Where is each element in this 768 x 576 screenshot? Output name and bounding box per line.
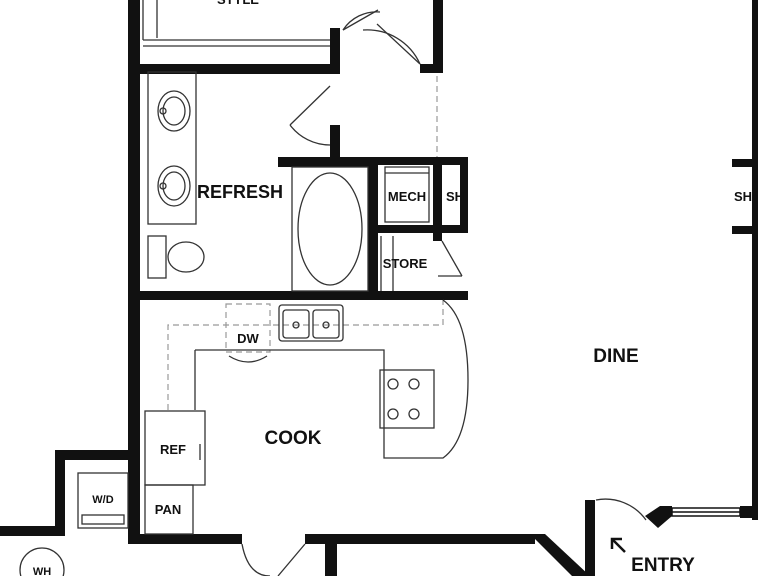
wall-entry-left (585, 500, 595, 576)
wall-pan-left (128, 456, 140, 544)
sink-top-drain (159, 107, 167, 115)
bath-door (289, 85, 331, 126)
pantry (144, 484, 194, 535)
room-label-cook: COOK (265, 428, 322, 449)
wall-style-bottom (140, 64, 340, 74)
room-label-mech: MECH (388, 189, 426, 204)
hall-door-1 (376, 23, 421, 65)
washer-dryer-panel (81, 514, 125, 525)
sink-bottom-inner (162, 171, 186, 201)
burner-4 (408, 408, 420, 420)
wall-hall-nub (420, 64, 443, 73)
wall-right (752, 0, 758, 520)
wall-store-right (433, 225, 442, 241)
wall-mech-right (433, 157, 442, 232)
kitchen-sink-right (312, 309, 340, 339)
room-label-store: STORE (383, 256, 428, 271)
kitchen-sink-drain-r (322, 321, 330, 329)
laundry-fixtures (19, 472, 129, 576)
wall-sh-r-top (732, 159, 754, 167)
room-label-sh-right: SH (734, 189, 752, 204)
room-label-entry: ENTRY (631, 555, 695, 576)
wall-hall-vert (433, 0, 443, 73)
wall-refresh-upper (330, 125, 340, 165)
burner-2 (408, 378, 420, 390)
wall-cook-bottom (128, 534, 242, 544)
utility-closets (380, 166, 463, 291)
room-label-dine: DINE (593, 346, 638, 367)
washer-dryer (77, 472, 129, 529)
wall-left-main (128, 0, 140, 456)
sink-top-inner (162, 96, 186, 126)
burner-3 (387, 408, 399, 420)
dw-swing (228, 355, 268, 363)
appliance-label-wh: WH (33, 566, 51, 576)
wall-bath-bottom (128, 291, 468, 300)
wall-entry-right (740, 506, 758, 518)
hall-doors (289, 23, 421, 146)
room-label-sh-left: SH (446, 189, 464, 204)
sink-bottom-drain (159, 182, 167, 190)
wall-left-step-vert (55, 450, 65, 530)
kitchen-island (195, 299, 469, 459)
water-heater (19, 547, 65, 576)
windows (671, 507, 741, 517)
entry-arrow-icon (610, 537, 626, 553)
wall-refresh-top (278, 157, 368, 167)
dashed-counter (167, 300, 444, 410)
appliance-label-wd: W/D (92, 494, 113, 506)
wall-sh-right (460, 157, 468, 232)
dashed-outlines (167, 76, 444, 410)
wall-bottom-mid (305, 534, 535, 544)
store-door (441, 240, 463, 277)
room-label-refresh: REFRESH (197, 182, 283, 202)
closet-door-swing (342, 11, 381, 31)
bath-door-arc (289, 124, 331, 146)
wall-mech-top (368, 157, 466, 165)
sink-bottom (157, 165, 191, 207)
dashed-dw (225, 303, 271, 353)
kitchen-sink (278, 304, 344, 342)
wall-bottom-diagonal (530, 534, 590, 576)
entry-door (595, 498, 647, 521)
cook-door-arc (241, 543, 271, 576)
hall-door-1-arc (362, 29, 421, 65)
tub (291, 166, 369, 292)
room-label-style: STYLE (217, 0, 259, 7)
range (379, 369, 435, 429)
toilet-tank (147, 235, 167, 279)
wall-sh-r-bottom (732, 226, 754, 234)
mech-unit (384, 166, 430, 223)
vanity (147, 71, 197, 225)
wall-mech-bottom (368, 225, 468, 233)
kitchen-fixtures (144, 299, 469, 576)
appliance-label-ref: REF (160, 442, 186, 457)
sink-top (157, 90, 191, 132)
tub-basin (297, 172, 363, 286)
entry-door-arc (595, 498, 647, 521)
wall-style-vert (330, 28, 340, 74)
wall-left-step-top (55, 450, 140, 460)
style-closet (142, 0, 381, 47)
wall-entry-corner (645, 506, 672, 528)
kitchen-sink-drain-l (292, 321, 300, 329)
closet-door-arc (342, 9, 379, 31)
bath-fixtures (147, 71, 369, 292)
room-label-pan: PAN (155, 502, 181, 517)
wall-left-step-bottom (0, 526, 65, 536)
appliance-label-dw: DW (237, 331, 259, 346)
wall-bottom-vert (325, 534, 337, 576)
kitchen-sink-left (282, 309, 310, 339)
toilet-bowl (167, 241, 205, 273)
burner-1 (387, 378, 399, 390)
cook-door (277, 543, 306, 576)
